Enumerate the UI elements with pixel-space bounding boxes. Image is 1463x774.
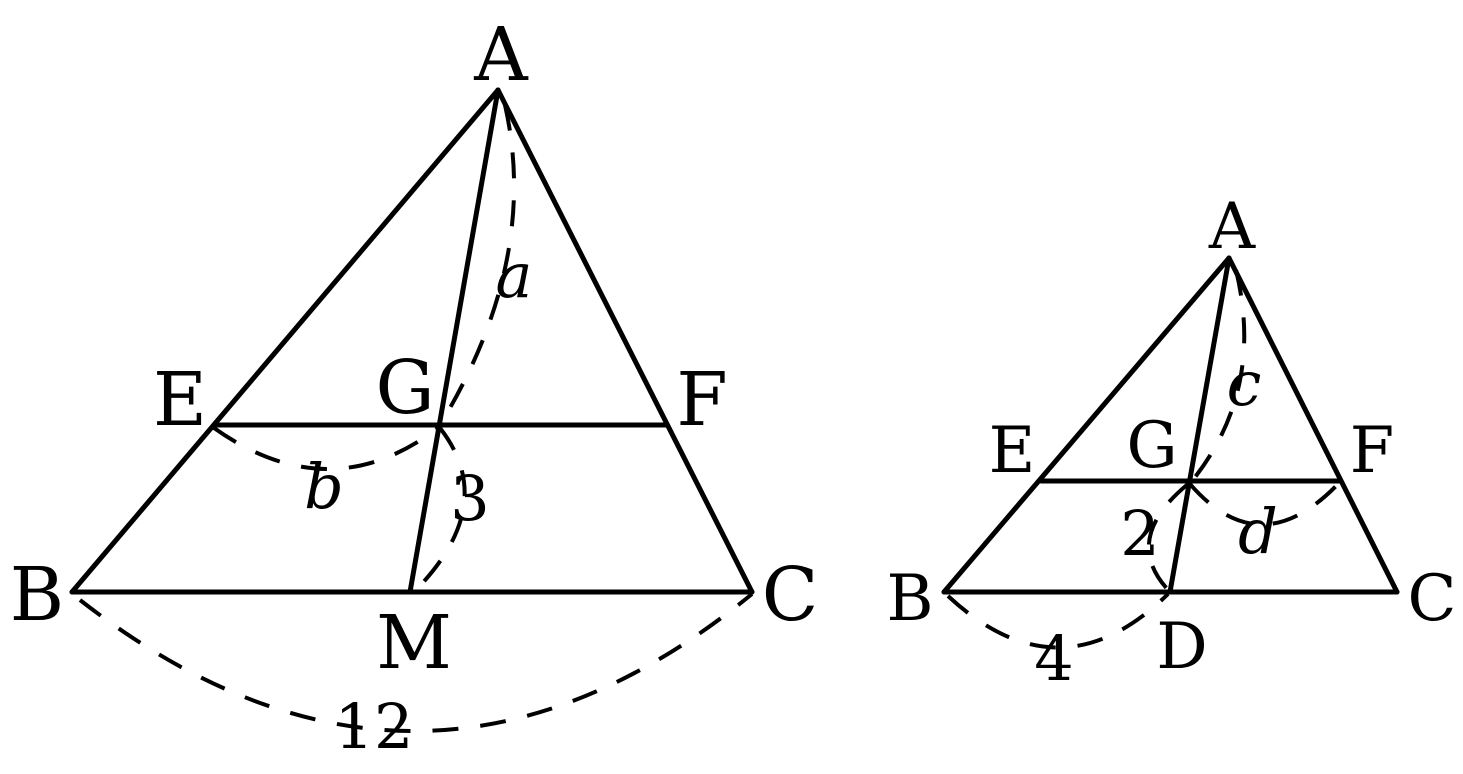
fig1-arc-b bbox=[212, 426, 440, 471]
fig2-point-f-label: F bbox=[1350, 414, 1394, 488]
fig1-point-g-label: G bbox=[375, 345, 434, 431]
fig2-label-2: 2 bbox=[1120, 497, 1159, 570]
fig2-side-ab bbox=[941, 255, 1232, 595]
fig1-label-b: b bbox=[304, 450, 344, 523]
fig1-point-e-label: E bbox=[153, 357, 207, 443]
fig2-side-ac bbox=[1226, 255, 1400, 595]
fig2-arc-d bbox=[1188, 482, 1340, 527]
fig2-point-b-label: B bbox=[886, 562, 933, 636]
fig2-arc-4 bbox=[946, 592, 1170, 650]
fig2-median-ad bbox=[1167, 255, 1232, 595]
fig2-point-g-label: G bbox=[1126, 409, 1177, 483]
fig1-point-f-label: F bbox=[676, 357, 727, 443]
fig2-arc-c bbox=[1190, 269, 1247, 483]
fig2-label-d: d bbox=[1238, 495, 1278, 568]
fig2-arc-2 bbox=[1146, 482, 1190, 594]
fig1-arc-12 bbox=[78, 592, 754, 733]
fig1-median-am bbox=[407, 87, 501, 595]
figure-2: A E G F B C D c d 2 4 bbox=[886, 190, 1456, 695]
fig2-point-d-label: D bbox=[1156, 610, 1207, 684]
fig2-point-c-label: C bbox=[1408, 562, 1457, 636]
fig1-point-c-label: C bbox=[762, 552, 819, 638]
fig1-arc-a bbox=[438, 104, 517, 427]
fig1-point-b-label: B bbox=[10, 552, 64, 638]
fig2-label-4: 4 bbox=[1034, 622, 1073, 695]
fig2-point-e-label: E bbox=[989, 414, 1036, 488]
fig1-label-12: 12 bbox=[335, 690, 414, 763]
fig1-point-m-label: M bbox=[376, 600, 452, 686]
fig1-arc-3 bbox=[412, 426, 467, 594]
fig1-side-ac bbox=[495, 87, 755, 595]
fig1-point-a-label: A bbox=[473, 12, 529, 98]
fig1-side-ab bbox=[69, 87, 501, 595]
fig1-label-a: a bbox=[496, 239, 533, 312]
fig2-point-a-label: A bbox=[1208, 190, 1256, 264]
fig1-label-3: 3 bbox=[450, 462, 489, 535]
fig2-label-c: c bbox=[1227, 347, 1262, 420]
figure-1: A E G F B C M a b 3 12 bbox=[10, 12, 819, 763]
